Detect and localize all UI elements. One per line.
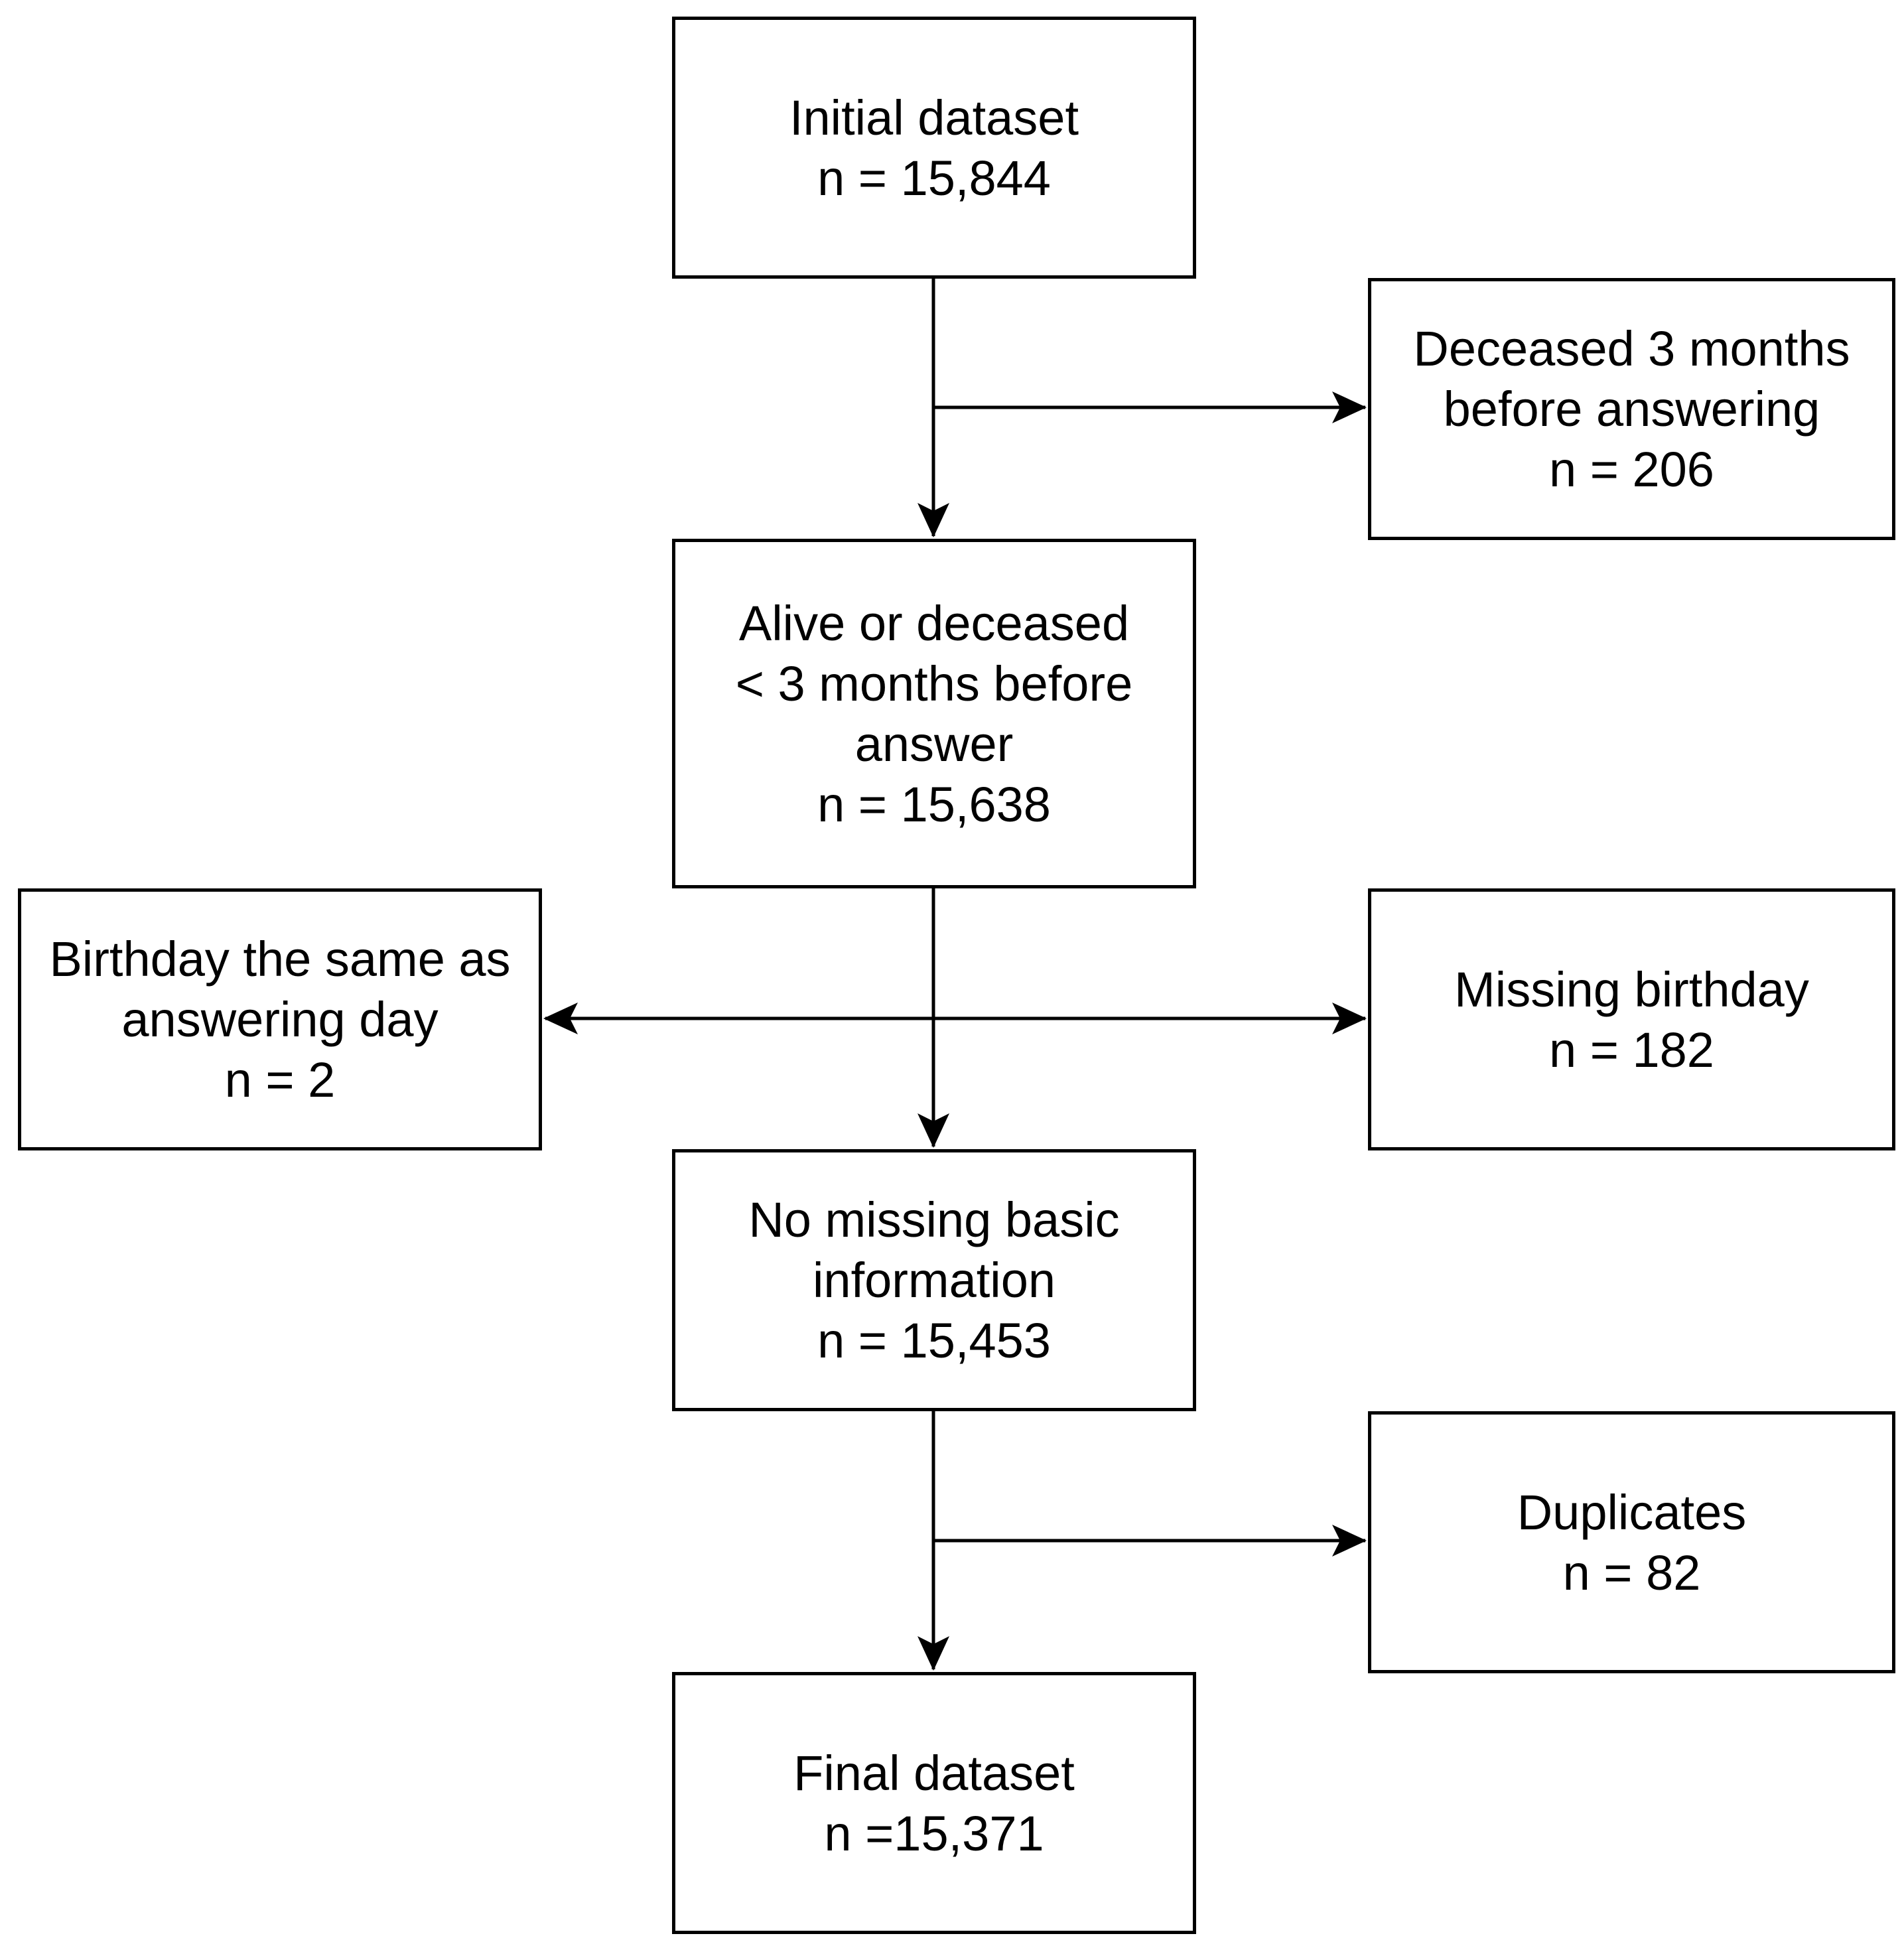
deceased-exclusion-box: Deceased 3 months before answering n = 2…	[1368, 278, 1895, 540]
arrowhead-to-birthday-same	[543, 1003, 578, 1034]
missing-birthday-exclusion-label: Missing birthday n = 182	[1454, 961, 1809, 1077]
duplicates-exclusion-label: Duplicates n = 82	[1517, 1484, 1747, 1600]
deceased-exclusion-label: Deceased 3 months before answering n = 2…	[1413, 321, 1850, 497]
arrowhead-to-deceased	[1332, 391, 1367, 423]
arrowhead-alive-to-nomissing	[918, 1113, 949, 1148]
initial-dataset-box: Initial dataset n = 15,844	[672, 17, 1196, 279]
no-missing-dataset-label: No missing basic information n = 15,453	[748, 1192, 1120, 1368]
missing-birthday-exclusion-box: Missing birthday n = 182	[1368, 888, 1895, 1150]
final-dataset-label: Final dataset n =15,371	[793, 1745, 1075, 1861]
arrowhead-to-duplicates	[1332, 1525, 1367, 1557]
alive-dataset-label: Alive or deceased < 3 months before answ…	[735, 595, 1133, 832]
final-dataset-box: Final dataset n =15,371	[672, 1672, 1196, 1934]
no-missing-dataset-box: No missing basic information n = 15,453	[672, 1149, 1196, 1411]
arrowhead-initial-to-alive	[918, 503, 949, 537]
alive-dataset-box: Alive or deceased < 3 months before answ…	[672, 539, 1196, 888]
arrowhead-nomissing-to-final	[918, 1636, 949, 1671]
arrowhead-to-missing-birthday	[1332, 1003, 1367, 1034]
initial-dataset-label: Initial dataset n = 15,844	[789, 90, 1079, 206]
birthday-same-exclusion-box: Birthday the same as answering day n = 2	[18, 888, 542, 1150]
birthday-same-exclusion-label: Birthday the same as answering day n = 2	[49, 932, 511, 1107]
duplicates-exclusion-box: Duplicates n = 82	[1368, 1411, 1895, 1673]
